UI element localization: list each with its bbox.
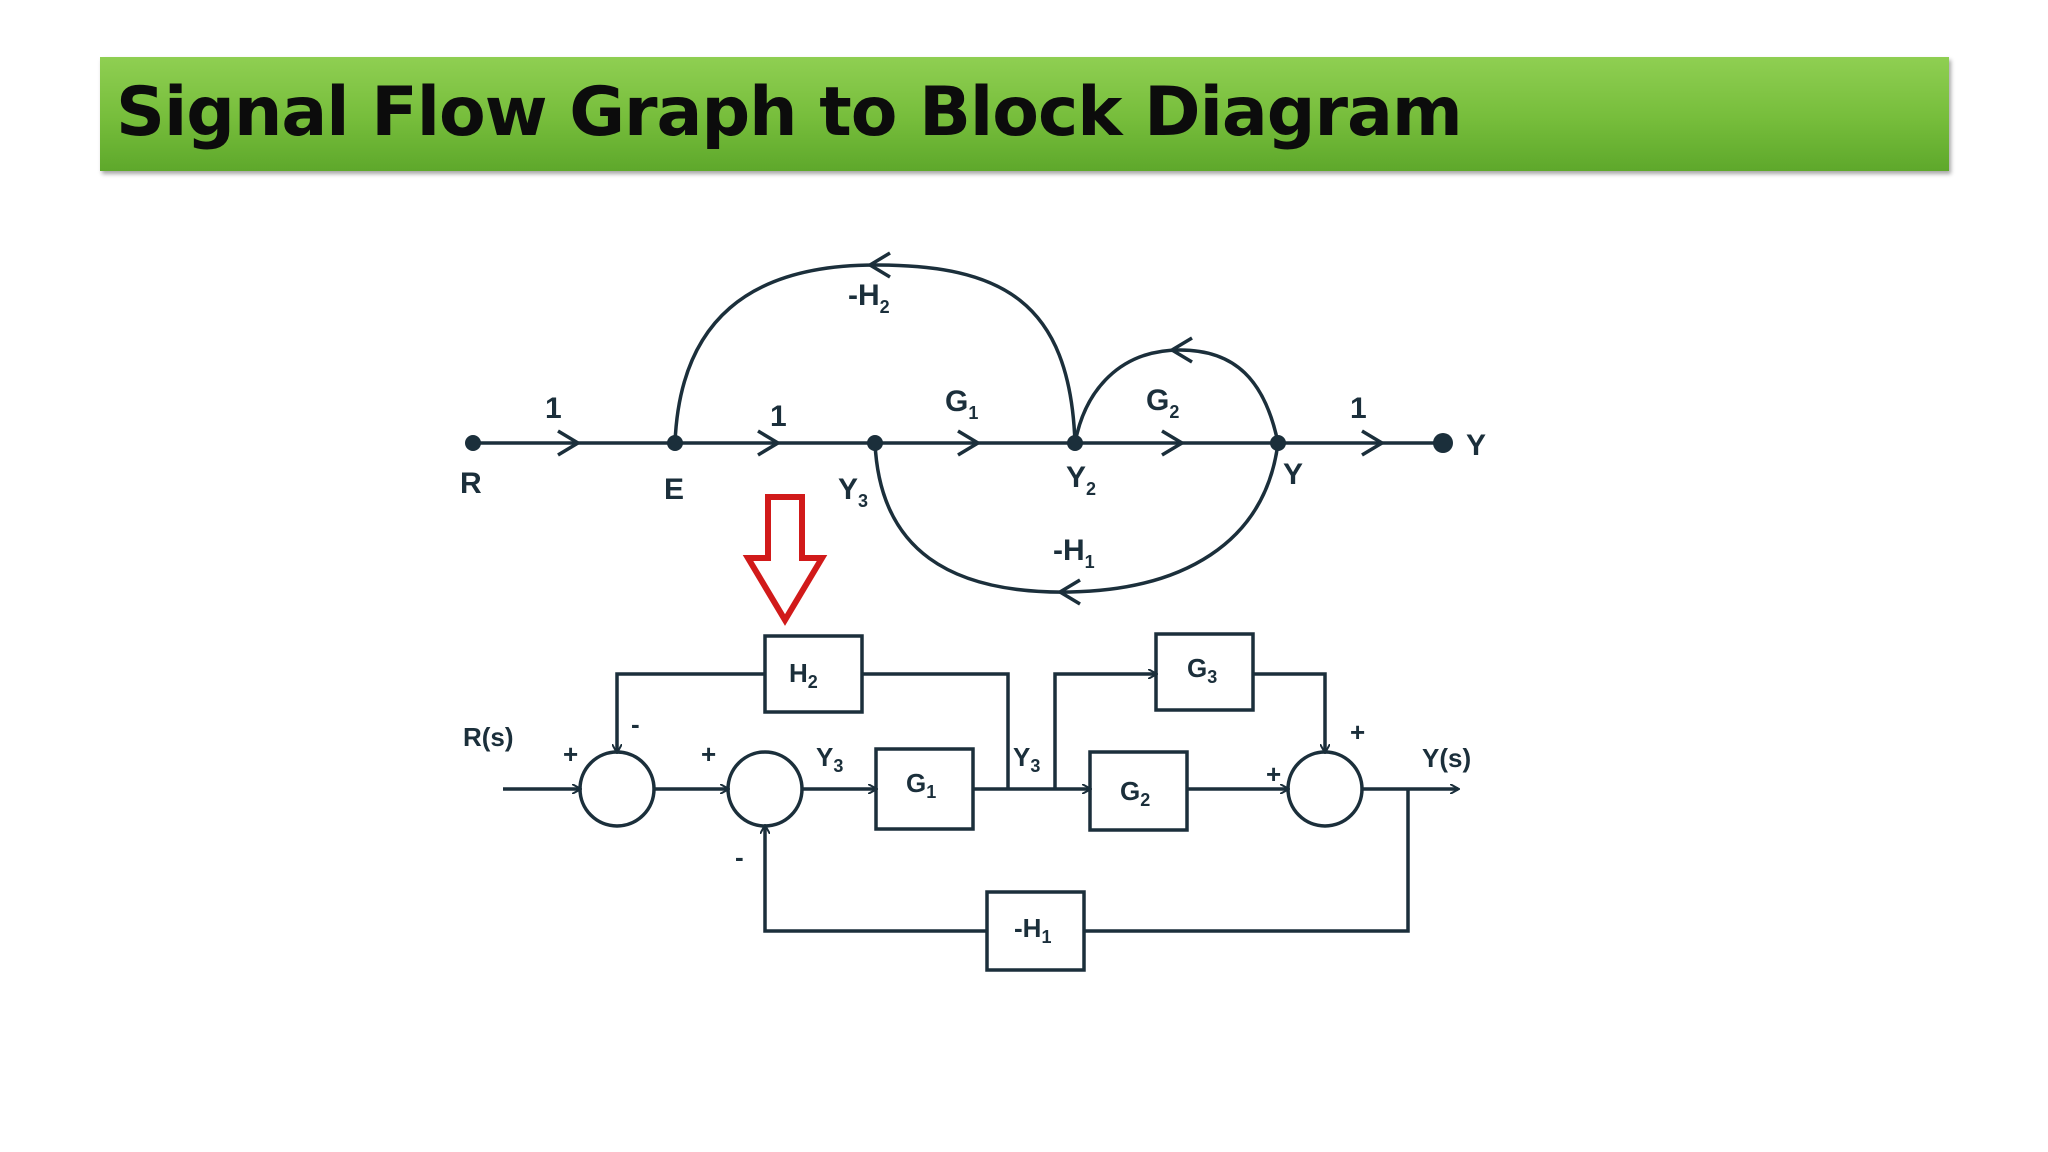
- bd-sign-sum1-fb: -: [631, 709, 640, 739]
- signal-flow-graph: [473, 251, 1443, 606]
- sfg-node-label-r: R: [460, 467, 482, 500]
- bd-label-g2: G2: [1120, 776, 1150, 810]
- sfg-arrow-y3-y2: [957, 429, 982, 457]
- sfg-gain-r-e: 1: [545, 392, 562, 425]
- bd-h2-feedback-path: [862, 672, 1010, 789]
- sfg-node-label-e: E: [664, 473, 684, 506]
- sfg-gain-h2: -H2: [848, 279, 890, 317]
- sfg-arrow-r-e: [557, 429, 582, 457]
- sfg-loop-h2: [673, 263, 1077, 444]
- bd-label-g1: G1: [906, 768, 936, 802]
- slide-title: Signal Flow Graph to Block Diagram: [116, 73, 1463, 152]
- sfg-node-y2: [1067, 435, 1083, 451]
- transform-down-arrow: [742, 494, 828, 626]
- sfg-gain-y-yend: 1: [1350, 392, 1367, 425]
- bd-g3-to-sum3: [1253, 672, 1325, 752]
- sfg-node-e: [667, 435, 683, 451]
- sfg-gain-g2: G2: [1146, 384, 1179, 422]
- bd-label-h1: -H1: [1014, 913, 1051, 947]
- sfg-gain-g1: G1: [945, 385, 978, 423]
- bd-signal-y3-a: Y3: [816, 742, 843, 776]
- bd-sign-sum3-top: +: [1350, 717, 1365, 747]
- sfg-arrow-e-y3: [757, 429, 782, 457]
- sfg-node-y: [1270, 435, 1286, 451]
- sfg-node-label-yend: Y: [1466, 429, 1486, 462]
- sfg-node-y3: [867, 435, 883, 451]
- bd-output-label: Y(s): [1422, 743, 1471, 773]
- sfg-arrow-g2: [1168, 336, 1193, 364]
- bd-label-h2: H2: [789, 658, 818, 692]
- bd-sign-sum3-left: +: [1266, 759, 1281, 789]
- bd-h1-to-sum2: [765, 826, 987, 933]
- bd-g3-branch: [1053, 674, 1156, 789]
- sfg-node-label-y2: Y2: [1066, 461, 1096, 499]
- bd-sign-sum1-in: +: [563, 739, 578, 769]
- sfg-node-label-y3: Y3: [838, 473, 868, 511]
- sfg-nodes: [465, 433, 1453, 453]
- block-diagram: [503, 632, 1458, 972]
- sfg-arrow-y2-y: [1161, 429, 1186, 457]
- bd-h2-to-sum1: [617, 672, 765, 752]
- sfg-arrow-h1: [1056, 578, 1081, 606]
- sfg-loop-h1: [873, 442, 1280, 594]
- sfg-loop-g2: [1073, 348, 1280, 444]
- bd-sum2: [726, 750, 804, 828]
- sfg-gain-e-y3: 1: [770, 400, 787, 433]
- bd-signal-y3-b: Y3: [1013, 742, 1040, 776]
- sfg-node-yend: [1433, 433, 1453, 453]
- bd-input-label: R(s): [463, 722, 514, 752]
- bd-sum3: [1286, 750, 1364, 828]
- sfg-node-label-y: Y: [1283, 458, 1303, 491]
- sfg-node-r: [465, 435, 481, 451]
- bd-sign-sum2-fb: -: [735, 842, 744, 872]
- bd-h1-feedback-path: [1084, 789, 1410, 933]
- title-bar: Signal Flow Graph to Block Diagram: [100, 57, 1949, 171]
- sfg-arrow-h2: [866, 251, 891, 279]
- bd-sign-sum2-in: +: [701, 739, 716, 769]
- bd-sum1: [578, 750, 656, 828]
- sfg-arrow-y-yend: [1361, 429, 1386, 457]
- bd-label-g3: G3: [1187, 653, 1217, 687]
- sfg-gain-h1: -H1: [1053, 534, 1095, 572]
